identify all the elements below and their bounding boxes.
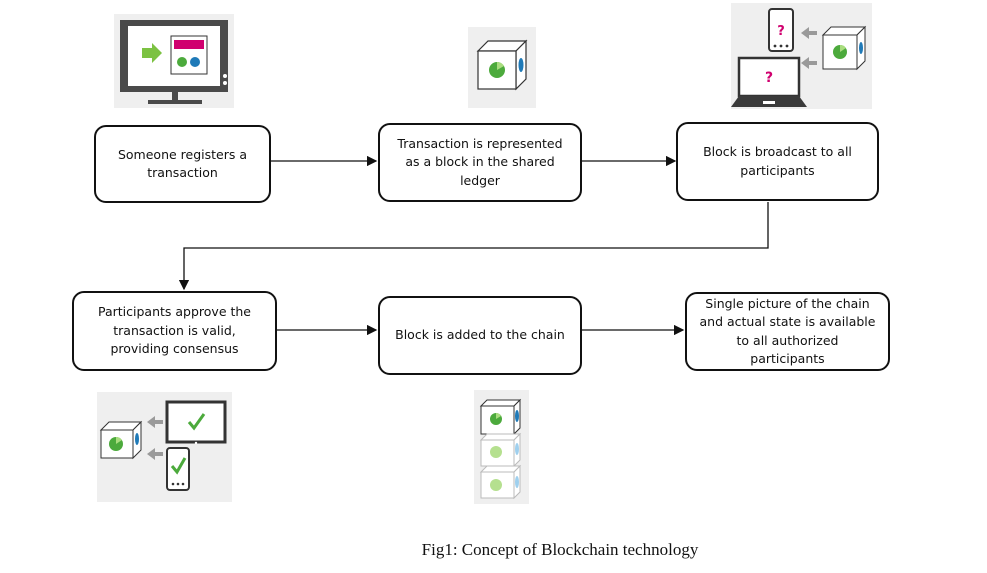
step-register-transaction: Someone registers a transaction bbox=[94, 125, 271, 203]
step-label: Participants approve the transaction is … bbox=[97, 304, 251, 357]
step-block-added: Block is added to the chain bbox=[378, 296, 582, 375]
step-label: Single picture of the chain and actual s… bbox=[699, 295, 876, 367]
arrow-3-to-4 bbox=[178, 202, 769, 291]
step-broadcast-block: Block is broadcast to all participants bbox=[676, 122, 879, 201]
step-label: Transaction is represented as a block in… bbox=[397, 135, 563, 188]
block-chain-stack-icon bbox=[474, 390, 529, 504]
figure-caption: Fig1: Concept of Blockchain technology bbox=[421, 540, 699, 559]
step-label: Block is added to the chain bbox=[395, 327, 565, 343]
svg-text:?: ? bbox=[777, 24, 785, 39]
approval-devices-icon bbox=[97, 392, 232, 502]
step-participants-approve: Participants approve the transaction is … bbox=[72, 291, 277, 371]
step-block-in-ledger: Transaction is represented as a block in… bbox=[378, 123, 582, 202]
broadcast-devices-icon: ? ? bbox=[731, 3, 872, 109]
svg-text:?: ? bbox=[765, 70, 773, 86]
step-single-picture: Single picture of the chain and actual s… bbox=[685, 292, 890, 371]
step-label: Block is broadcast to all participants bbox=[703, 144, 852, 178]
block-cube-icon bbox=[468, 27, 536, 108]
computer-monitor-icon bbox=[114, 14, 234, 108]
step-label: Someone registers a transaction bbox=[117, 146, 248, 181]
